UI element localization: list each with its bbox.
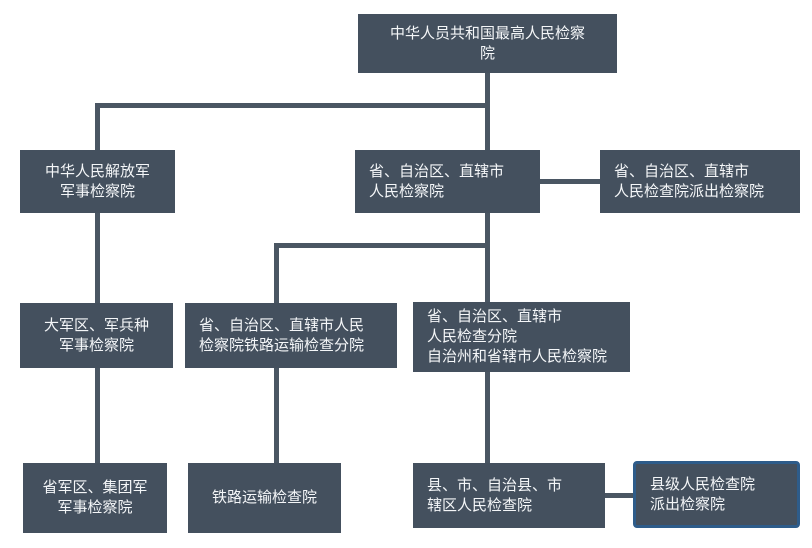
connector-pla-to-region (95, 213, 100, 303)
node-supreme-peoples-procuratorate: 中华人员共和国最高人民检察 院 (358, 14, 617, 73)
node-provincial-dispatched-procuratorate: 省、自治区、直辖市 人民检查院派出检察院 (600, 150, 800, 213)
connector-supreme-down (485, 73, 490, 150)
connector-row3-horizontal (274, 243, 490, 248)
node-pla-military-procuratorate: 中华人民解放军 军事检察院 (20, 150, 175, 213)
connector-row2-left-down (95, 103, 100, 150)
node-corps-military-procuratorate: 省军区、集团军 军事检察院 (23, 463, 167, 533)
connector-row2-horizontal (95, 103, 490, 108)
node-military-region-procuratorate: 大军区、军兵种 军事检察院 (20, 303, 173, 368)
connector-provincial-down (485, 213, 490, 302)
connector-branch-to-railway (274, 368, 279, 463)
connector-railway-branch-up (274, 243, 279, 303)
connector-provincial-to-dispatched (540, 179, 600, 184)
node-county-dispatched-procuratorate: 县级人民检查院 派出检察院 (633, 461, 800, 528)
node-county-procuratorate: 县、市、自治县、市 辖区人民检查院 (413, 463, 605, 528)
node-provincial-branch-procuratorate: 省、自治区、直辖市 人民检查分院 自治州和省辖市人民检察院 (413, 302, 630, 372)
connector-county-to-dispatched (605, 493, 633, 498)
connector-branch-to-county (485, 372, 490, 463)
node-railway-transport-procuratorate: 铁路运输检查院 (188, 463, 341, 533)
connector-region-to-corps (95, 368, 100, 463)
node-provincial-procuratorate: 省、自治区、直辖市 人民检察院 (355, 150, 540, 213)
node-railway-transport-branch-procuratorate: 省、自治区、直辖市人民 检察院铁路运输检查分院 (185, 303, 397, 368)
